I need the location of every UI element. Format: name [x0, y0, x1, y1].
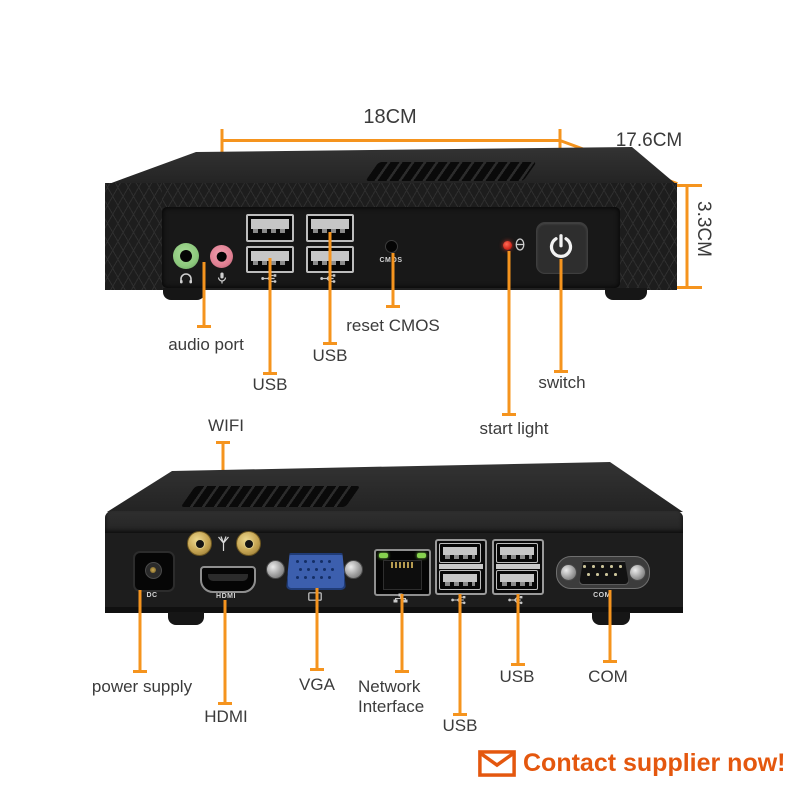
com-mark: COM	[593, 592, 611, 599]
cmos-reset-hole	[385, 240, 398, 253]
vga-screw	[344, 560, 363, 579]
leader-end	[218, 702, 232, 705]
dimension-tick	[672, 286, 702, 289]
label-hdmi: HDMI	[204, 707, 248, 726]
leader-start-light	[507, 251, 511, 413]
leader-end	[197, 325, 211, 328]
cmos-mark: CMOS	[380, 257, 403, 264]
antenna-icon	[218, 536, 229, 551]
com-pins	[583, 565, 586, 568]
dimension-height-line	[685, 186, 689, 288]
dimension-height-label: 3.3CM	[693, 201, 714, 257]
label-usb-outer: USB	[499, 667, 535, 686]
headphone-icon	[180, 273, 192, 284]
label-usb-right: USB	[312, 346, 348, 365]
leader-usb-right	[328, 232, 332, 342]
usb-port	[246, 214, 294, 242]
leader-usb-inner	[458, 594, 462, 713]
leader-end	[263, 372, 277, 375]
leader-audio-port	[202, 262, 206, 325]
envelope-icon	[478, 750, 516, 777]
label-reset-cmos: reset CMOS	[346, 316, 440, 335]
dimension-tick	[220, 129, 224, 153]
leader-vga	[315, 588, 319, 668]
hdmi-mark: HDMI	[216, 593, 236, 600]
leader-end	[386, 305, 400, 308]
label-usb-inner: USB	[442, 716, 478, 735]
dc-power-jack	[133, 551, 175, 592]
vga-screw	[266, 560, 285, 579]
leader-usb-outer	[516, 594, 520, 663]
wifi-antenna-connector	[187, 531, 212, 556]
mic-in-jack	[210, 245, 233, 268]
leader-end	[133, 670, 147, 673]
label-usb-left: USB	[252, 375, 288, 394]
usb-icon	[451, 596, 466, 605]
wifi-antenna-connector	[236, 531, 261, 556]
status-led	[503, 241, 512, 250]
front-texture-right	[620, 183, 677, 290]
dimension-depth-label: 17.6CM	[615, 130, 683, 151]
device-foot	[163, 288, 205, 300]
leader-power-supply	[138, 590, 142, 670]
dimension-width-line	[222, 139, 560, 142]
microphone-icon	[217, 272, 227, 284]
label-switch: switch	[538, 373, 586, 392]
label-audio-port: audio port	[168, 335, 244, 354]
dc-pin	[149, 566, 156, 573]
hdd-icon	[515, 238, 525, 251]
leader-end	[453, 713, 467, 716]
leader-end	[502, 413, 516, 416]
device-foot	[605, 288, 647, 300]
display-icon	[308, 592, 322, 601]
dimension-tick	[672, 184, 702, 187]
com-port	[556, 556, 650, 589]
leader-end	[603, 660, 617, 663]
leader-end	[511, 663, 525, 666]
leader-com	[608, 590, 612, 660]
dimension-width-label: 18CM	[363, 106, 417, 128]
front-texture-top	[105, 183, 677, 207]
leader-switch	[559, 259, 563, 370]
vga-port	[286, 553, 346, 590]
label-wifi: WIFI	[208, 416, 244, 435]
label-start-light: start light	[479, 419, 549, 438]
usb-stack	[492, 539, 544, 595]
leader-end	[323, 342, 337, 345]
label-power-supply: power supply	[91, 677, 193, 696]
front-device-vent	[365, 162, 537, 181]
leader-end	[395, 670, 409, 673]
rear-device-base	[105, 607, 683, 613]
leader-reset-cmos	[391, 253, 395, 305]
leader-hdmi	[223, 600, 227, 702]
dc-mark: DC	[146, 592, 158, 599]
leader-end	[554, 370, 568, 373]
contact-supplier-label: Contact supplier now!	[523, 749, 786, 777]
audio-out-jack	[173, 243, 199, 269]
leader-usb-left	[268, 258, 272, 372]
vga-pins	[296, 560, 299, 563]
front-texture-left	[105, 183, 162, 290]
label-com: COM	[588, 667, 628, 686]
power-icon	[549, 234, 573, 258]
leader-end	[310, 668, 324, 671]
usb-stack	[435, 539, 487, 595]
rear-device-vent	[180, 486, 361, 507]
label-network-interface: Network Interface	[358, 677, 425, 716]
hdmi-port	[200, 566, 256, 593]
label-vga: VGA	[299, 675, 335, 694]
rear-device-lip	[105, 511, 683, 534]
ethernet-port	[374, 549, 431, 596]
device-foot	[168, 612, 204, 625]
contact-supplier-button[interactable]: Contact supplier now!	[478, 749, 786, 778]
leader-network-interface	[400, 594, 404, 670]
